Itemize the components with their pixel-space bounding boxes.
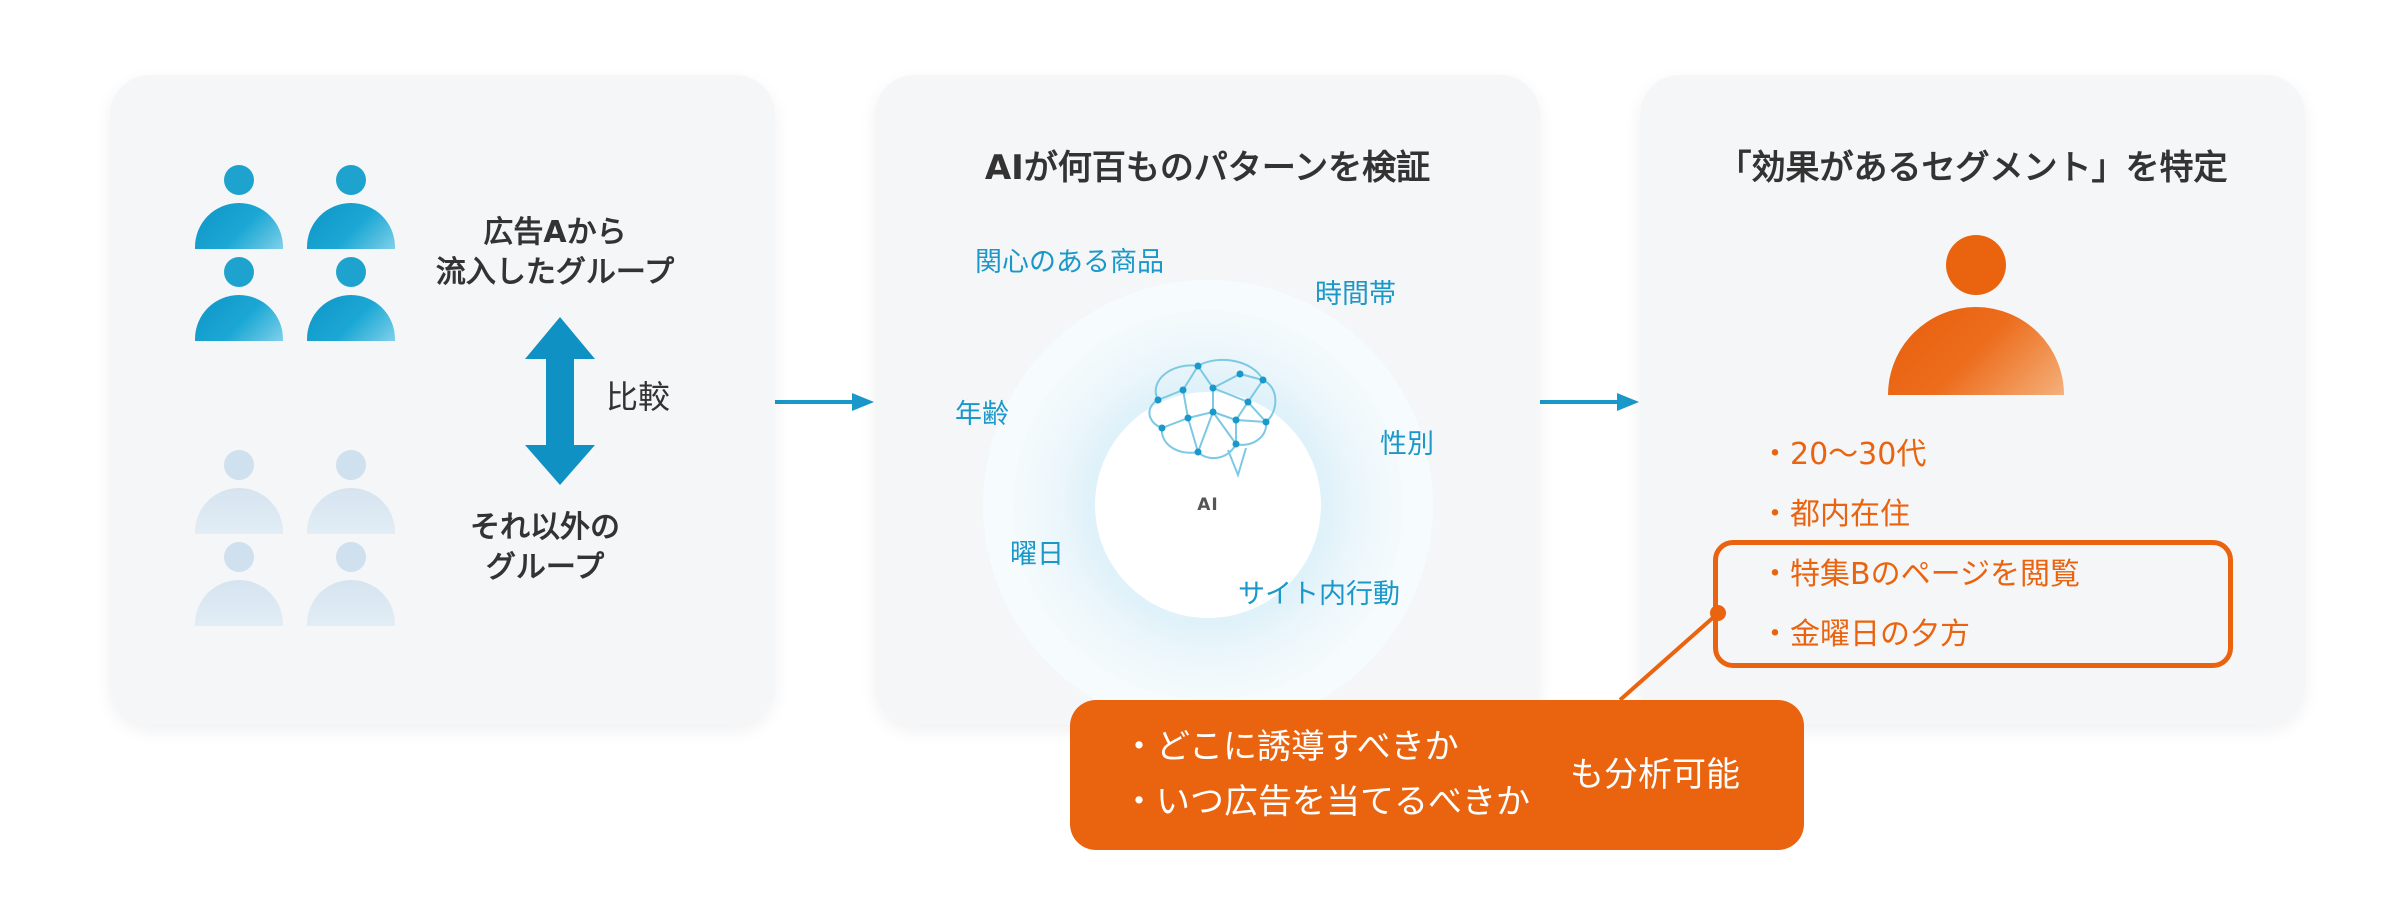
group-a-label: 広告Aから 流入したグループ <box>435 215 675 290</box>
feature-behavior: サイト内行動 <box>1238 579 1400 610</box>
callout-line-where: ・どこに誘導すべきか <box>1122 727 1459 767</box>
person-icon <box>195 257 283 345</box>
person-icon <box>195 165 283 253</box>
panel-title: AIが何百ものパターンを検証 <box>984 148 1431 188</box>
segment-bullet-page: ・特集Bのページを閲覧 <box>1760 557 2080 592</box>
person-icon <box>307 542 395 630</box>
segment-bullet-time: ・金曜日の夕方 <box>1760 617 1970 652</box>
ai-radial-graphic <box>983 280 1433 730</box>
ai-center-label: AI <box>1197 495 1219 515</box>
person-icon <box>195 542 283 630</box>
callout-tail: も分析可能 <box>1570 755 1740 795</box>
person-icon <box>195 450 283 538</box>
feature-time: 時間帯 <box>1315 279 1396 310</box>
brain-icon <box>1148 358 1277 479</box>
person-icon <box>307 165 395 253</box>
others-group-label: それ以外の グループ <box>470 510 620 585</box>
compare-label: 比較 <box>606 378 671 416</box>
person-icon <box>307 257 395 345</box>
callout-line-when: ・いつ広告を当てるべきか <box>1122 782 1530 822</box>
panel-segment: 「効果があるセグメント」を特定 ・20〜30代 ・都内在住 ・特集Bのページを閲… <box>1640 75 2305 725</box>
highlight-frame <box>1713 540 2233 668</box>
person-icon <box>1888 235 2064 395</box>
segment-bullet-residence: ・都内在住 <box>1760 497 1910 532</box>
person-icon <box>307 450 395 538</box>
feature-gender: 性別 <box>1380 429 1434 460</box>
analysis-callout: ・どこに誘導すべきか ・いつ広告を当てるべきか も分析可能 <box>1070 700 1804 850</box>
panel-ai-verification: AIが何百ものパターンを検証 <box>875 75 1540 730</box>
panel-comparison: 広告Aから 流入したグループ 比較 それ以外の グループ <box>110 75 775 725</box>
segment-bullet-age: ・20〜30代 <box>1760 437 1927 472</box>
feature-age: 年齢 <box>955 399 1009 430</box>
panel-title: 「効果があるセグメント」を特定 <box>1717 148 2228 188</box>
feature-interest: 関心のある商品 <box>975 247 1164 278</box>
feature-weekday: 曜日 <box>1010 539 1064 570</box>
double-arrow-icon <box>525 317 595 485</box>
